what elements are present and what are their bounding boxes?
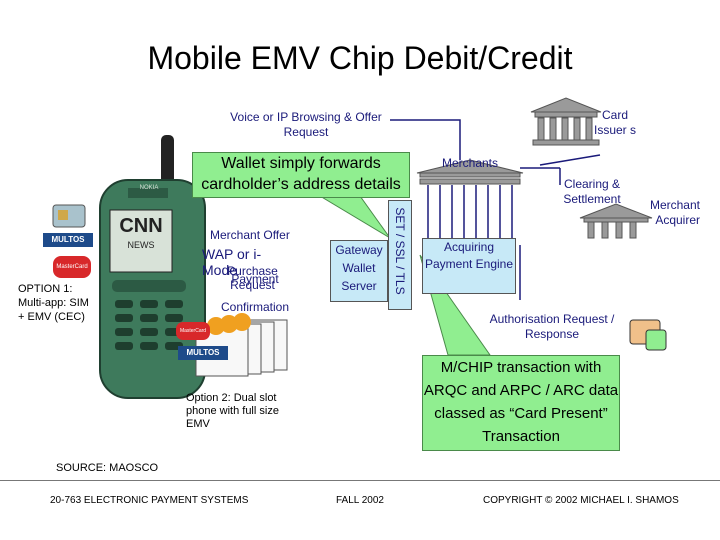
bank-icon bbox=[530, 97, 602, 146]
footer-copyright: COPYRIGHT © 2002 MICHAEL I. SHAMOS bbox=[483, 495, 679, 506]
payment-label: Payment bbox=[231, 272, 279, 286]
multos-logo: MULTOS bbox=[43, 233, 93, 247]
sim-card-icon bbox=[52, 204, 86, 228]
merchants-label: Merchants bbox=[441, 156, 499, 170]
page-title: Mobile EMV Chip Debit/Credit bbox=[147, 40, 573, 76]
merchant-acquirer-label: Merchant Acquirer bbox=[649, 198, 700, 227]
confirmation-label: Confirmation bbox=[220, 300, 290, 314]
connector-lines bbox=[390, 119, 601, 300]
option1-label: OPTION 1: Multi-app: SIM + EMV (CEC) bbox=[18, 283, 89, 323]
mastercard-logo-cards: MasterCard bbox=[176, 322, 210, 340]
wallet-callout: Wallet simply forwards cardholder’s addr… bbox=[192, 152, 410, 198]
phone-brand: NOKIA bbox=[139, 185, 159, 191]
card-issuer-label: Card Issuer s bbox=[593, 108, 636, 137]
voice-ip-label: Voice or IP Browsing & Offer Request bbox=[230, 110, 382, 139]
hand-card-icon bbox=[629, 319, 667, 351]
merchant-offer-label: Merchant Offer bbox=[210, 228, 290, 242]
footer-course: 20-763 ELECTRONIC PAYMENT SYSTEMS bbox=[50, 495, 249, 506]
footer-divider bbox=[0, 480, 720, 481]
set-ssl-box: SET / SSL / TLS bbox=[388, 200, 412, 310]
wap-label: WAP or i-Mode bbox=[202, 246, 262, 278]
authorisation-label: Authorisation Request / Response bbox=[489, 312, 615, 341]
source-label: SOURCE: MAOSCO bbox=[56, 462, 159, 474]
merchant-bank-icon bbox=[416, 159, 524, 185]
option2-label: Option 2: Dual slot phone with full size… bbox=[186, 392, 279, 430]
purchase-request-label: Purchase Request bbox=[227, 264, 278, 292]
mastercard-logo: MasterCard bbox=[53, 256, 91, 278]
multos-logo-cards: MULTOS bbox=[178, 346, 228, 360]
cards-stack-icon bbox=[195, 313, 288, 377]
clearing-label: Clearing & Settlement bbox=[563, 177, 621, 206]
cnn-logo: CNN bbox=[119, 215, 163, 237]
news-label: NEWS bbox=[127, 240, 155, 250]
set-ssl-label: SET / SSL / TLS bbox=[393, 207, 407, 295]
acquiring-engine: Acquiring Payment Engine bbox=[422, 238, 516, 294]
gateway-wallet-server: Gateway Wallet Server bbox=[330, 240, 388, 302]
acquirer-bank-icon bbox=[579, 203, 653, 239]
wallet-callout-pointer bbox=[318, 195, 391, 239]
mchip-callout: M/CHIP transaction with ARQC and ARPC / … bbox=[422, 355, 620, 451]
footer-term: FALL 2002 bbox=[335, 495, 384, 506]
